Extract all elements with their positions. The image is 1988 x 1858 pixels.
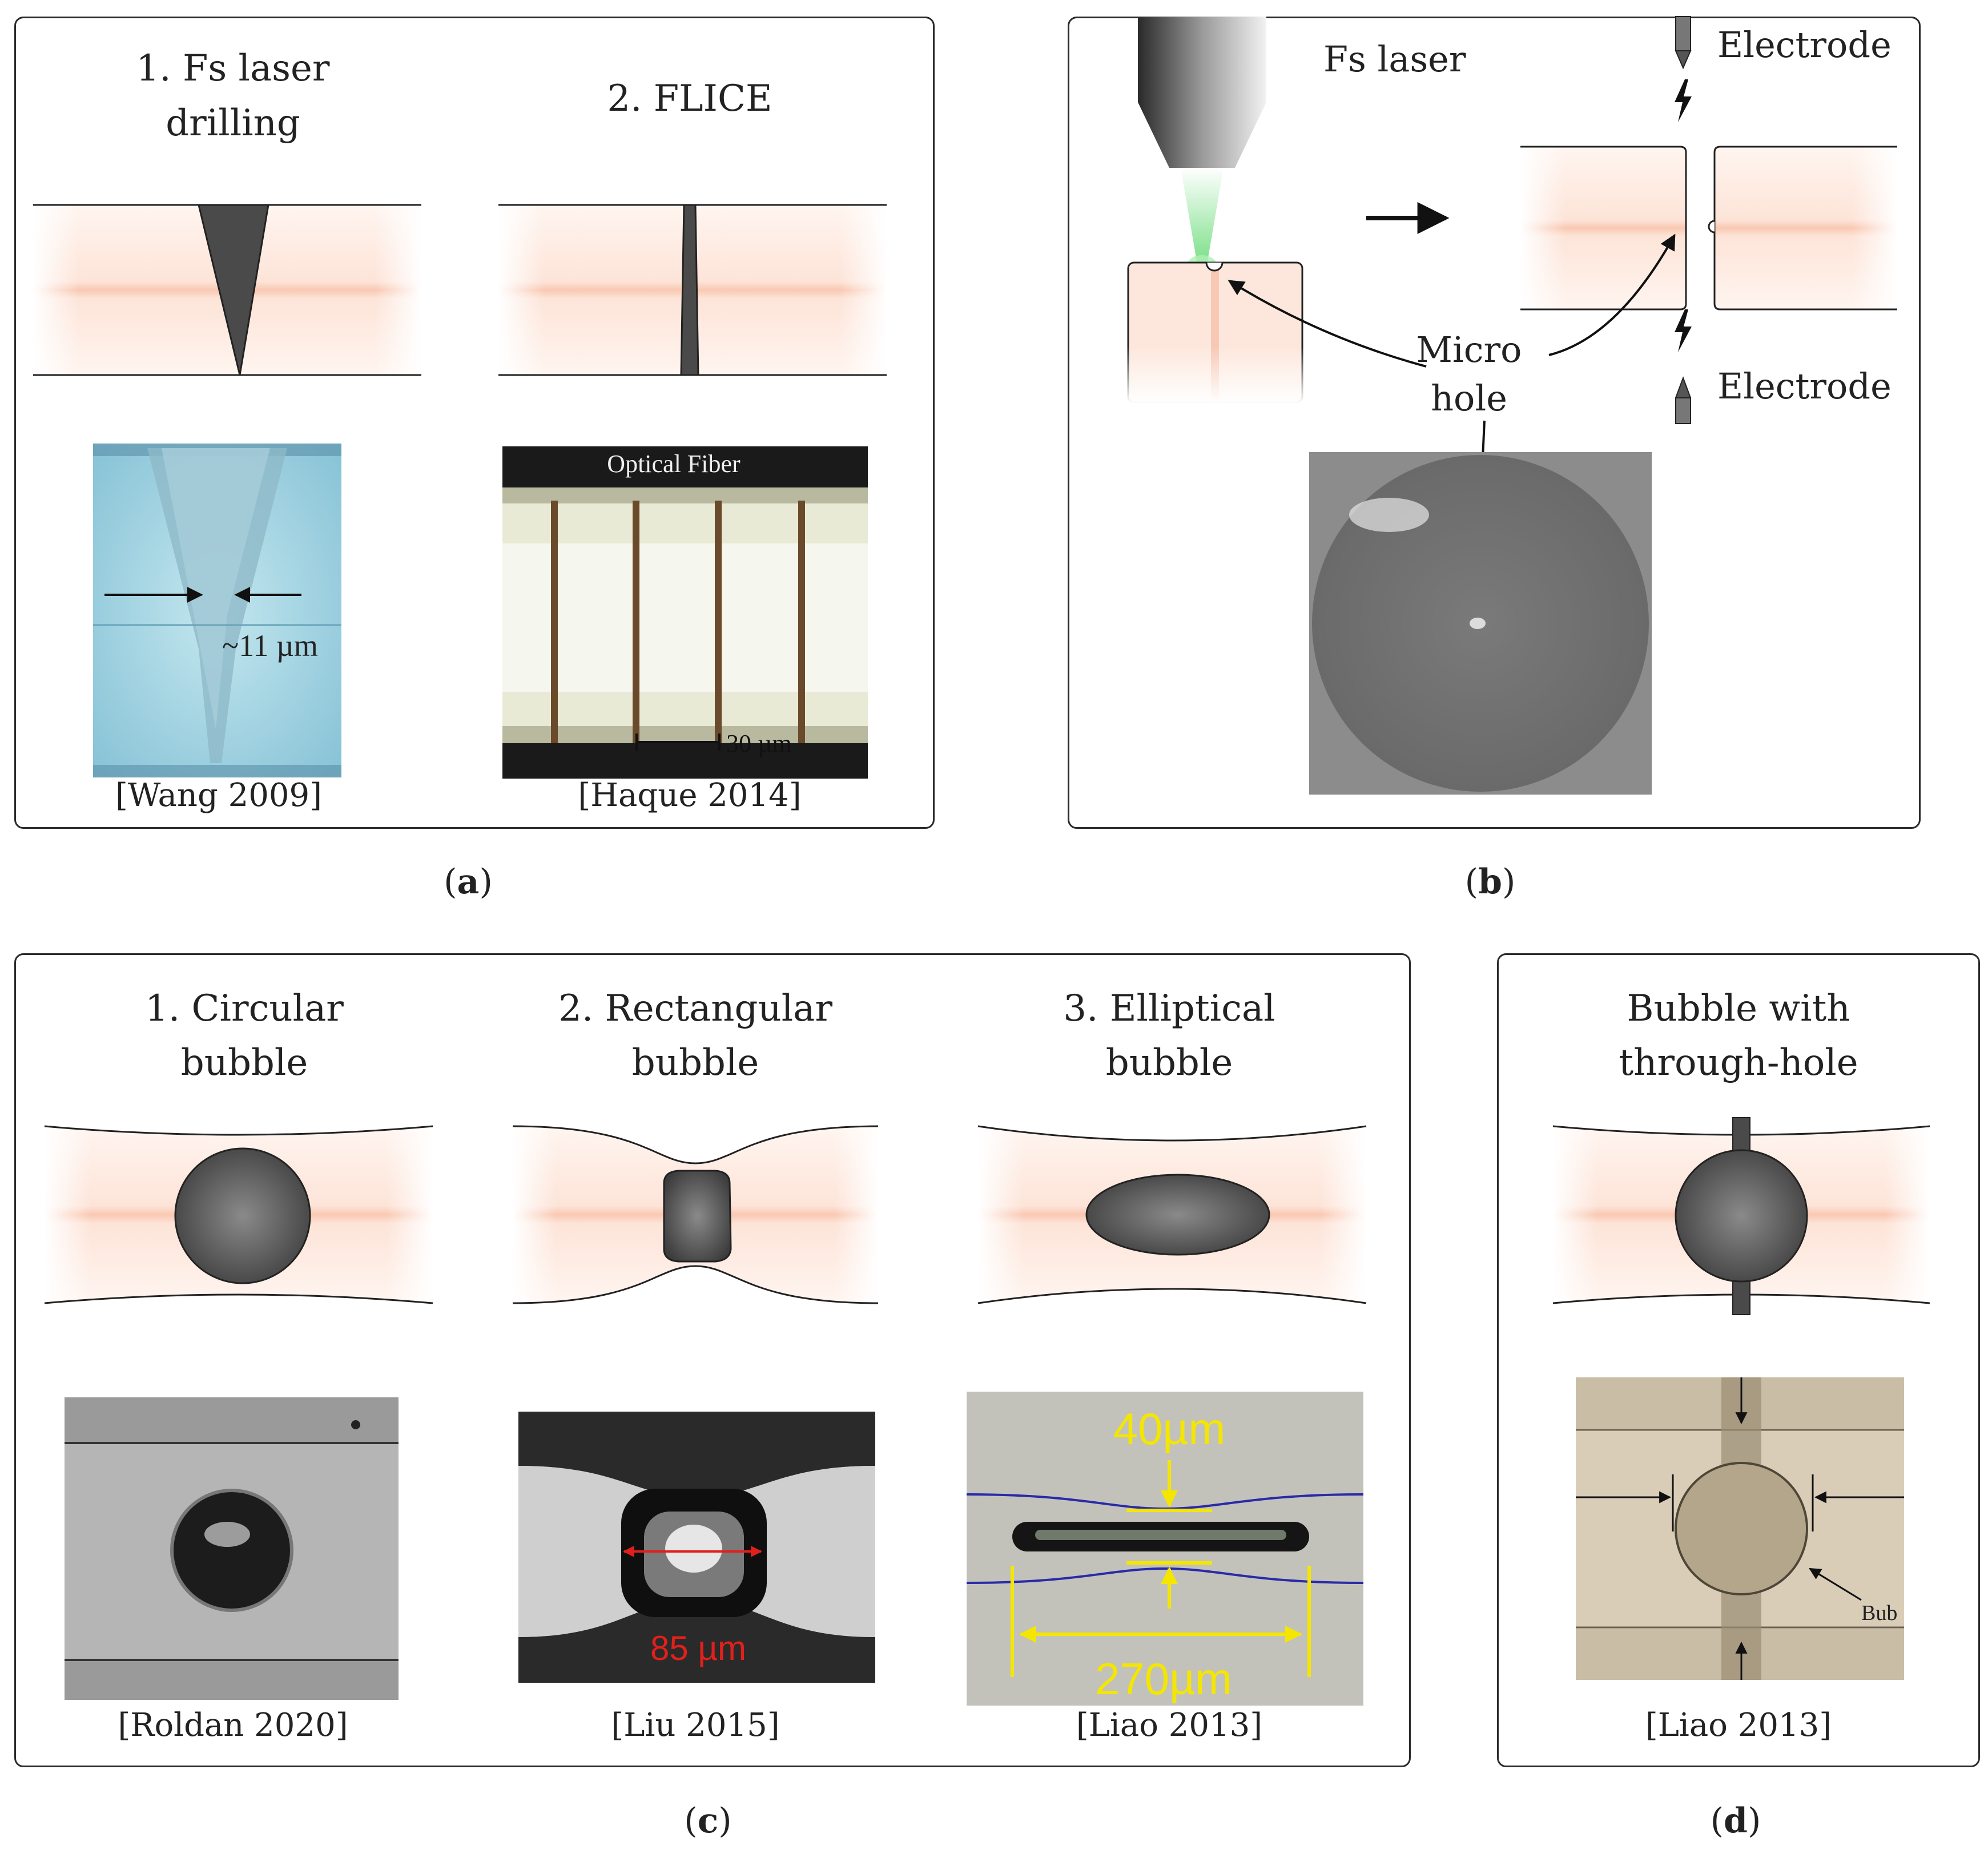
ref-roldan: [Roldan 2020] — [118, 1707, 348, 1744]
photo-micro-hole — [1309, 452, 1652, 795]
fiber-label: Optical Fiber — [607, 450, 741, 478]
ref-haque: [Haque 2014] — [578, 777, 802, 814]
electrode-bottom-icon — [1675, 309, 1692, 424]
caption-a: (a) — [444, 862, 493, 902]
photo-wang-2009: ~11 µm — [93, 444, 341, 777]
dim-40-label: 40µm — [1113, 1404, 1226, 1454]
rectangular-title-line1: 2. Rectangular — [558, 988, 832, 1030]
electrode-top-icon — [1675, 16, 1692, 122]
drilled-cone — [198, 204, 269, 376]
caption-c: (c) — [684, 1801, 732, 1841]
measure-label: ~11 µm — [222, 628, 318, 663]
photo-liao-2013-elliptical: 40µm 270µm — [966, 1392, 1364, 1706]
rect-dim-label: 85 µm — [650, 1629, 746, 1667]
micro-hole-label-line2: hole — [1431, 377, 1507, 419]
rectangular-title-line2: bubble — [631, 1042, 759, 1084]
process-arrow — [1366, 202, 1450, 234]
circular-bubble-diagram — [44, 1118, 433, 1315]
caption-d: (d) — [1710, 1801, 1761, 1841]
ref-wang: [Wang 2009] — [115, 777, 322, 814]
photo-liao-2013-through-hole: Bub — [1576, 1377, 1904, 1680]
ref-liao-c: [Liao 2013] — [1076, 1707, 1263, 1744]
ref-liao-d: [Liao 2013] — [1645, 1707, 1832, 1744]
circular-title-line1: 1. Circular — [145, 988, 344, 1030]
circular-title-line2: bubble — [180, 1042, 308, 1084]
through-hole-title-line1: Bubble with — [1627, 988, 1850, 1030]
electrode-top-label: Electrode — [1717, 24, 1892, 66]
through-hole-bubble-diagram — [1552, 1117, 1930, 1315]
elliptical-bubble-diagram — [977, 1118, 1367, 1315]
dim-270-label: 270µm — [1095, 1654, 1232, 1704]
cleaved-fiber-diagram — [1520, 146, 1897, 311]
step1-title-line1: 1. Fs laser — [136, 47, 330, 90]
flice-channel — [680, 204, 699, 376]
caption-b: (b) — [1464, 862, 1516, 902]
fiber-flice-diagram — [498, 204, 887, 376]
step1-title-line2: drilling — [166, 102, 300, 144]
elliptical-title-line1: 3. Elliptical — [1063, 988, 1275, 1030]
photo-roldan-2020 — [65, 1397, 399, 1700]
panel-a: 1. Fs laser drilling 2. FLICE ~11 µm — [14, 17, 935, 829]
panel-d: Bubble with through-hole Bub [Liao 2013] — [1497, 953, 1980, 1767]
scale-label: 30 µm — [726, 730, 792, 757]
panel-b: Fs laser Electrode Elec — [1068, 16, 1921, 829]
laser-objective — [1138, 17, 1266, 280]
rectangular-bubble-diagram — [512, 1118, 879, 1315]
fiber-drilling-diagram — [33, 204, 421, 376]
micro-hole-label-line1: Micro — [1416, 329, 1522, 370]
electrode-bottom-label: Electrode — [1717, 365, 1892, 407]
photo-liu-2015: 85 µm — [518, 1412, 875, 1683]
photo-haque-2014: Optical Fiber 30 µm — [502, 446, 868, 779]
elliptical-title-line2: bubble — [1105, 1042, 1233, 1084]
panel-c: 1. Circular bubble 2. Rectangular bubble… — [14, 953, 1411, 1767]
step2-title: 2. FLICE — [607, 78, 772, 120]
ref-liu: [Liu 2015] — [611, 1707, 780, 1744]
through-hole-title-line2: through-hole — [1619, 1042, 1858, 1084]
bubble-label: Bub — [1861, 1601, 1897, 1625]
laser-label: Fs laser — [1323, 38, 1466, 80]
